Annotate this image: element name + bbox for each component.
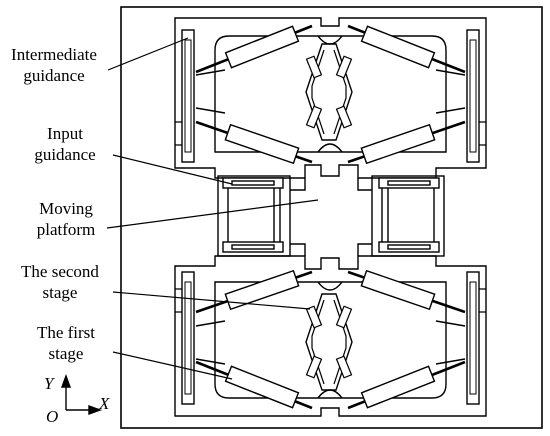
leader-lines	[106, 37, 319, 380]
axis-label-origin: O	[46, 407, 59, 426]
input-guidance-left	[217, 175, 291, 257]
upper-half	[173, 16, 488, 180]
outer-frame	[120, 6, 543, 429]
label-second-stage: The second stage	[8, 261, 112, 303]
label-moving-platform: Moving platform	[20, 198, 112, 240]
label-input-guidance: Input guidance	[20, 123, 110, 165]
label-intermediate-line2: guidance	[23, 66, 85, 85]
label-input-line2: guidance	[34, 145, 96, 164]
label-second-line1: The second	[21, 262, 99, 281]
axis-arrows	[61, 373, 103, 415]
label-input-line1: Input	[47, 124, 83, 143]
lower-half	[173, 254, 488, 418]
input-guidance-right	[371, 175, 445, 257]
label-first-line2: stage	[48, 344, 84, 363]
label-intermediate-guidance: Intermediate guidance	[0, 44, 108, 86]
axis-label-x: X	[99, 394, 110, 413]
label-moving-line1: Moving	[39, 199, 93, 218]
moving-platform	[290, 178, 372, 256]
label-first-line1: The first	[36, 323, 96, 342]
label-second-line2: stage	[42, 283, 78, 302]
axis-label-y: Y	[44, 374, 54, 393]
label-moving-line2: platform	[36, 220, 96, 239]
label-intermediate-line1: Intermediate	[11, 45, 97, 64]
label-first-stage: The first stage	[18, 322, 114, 364]
